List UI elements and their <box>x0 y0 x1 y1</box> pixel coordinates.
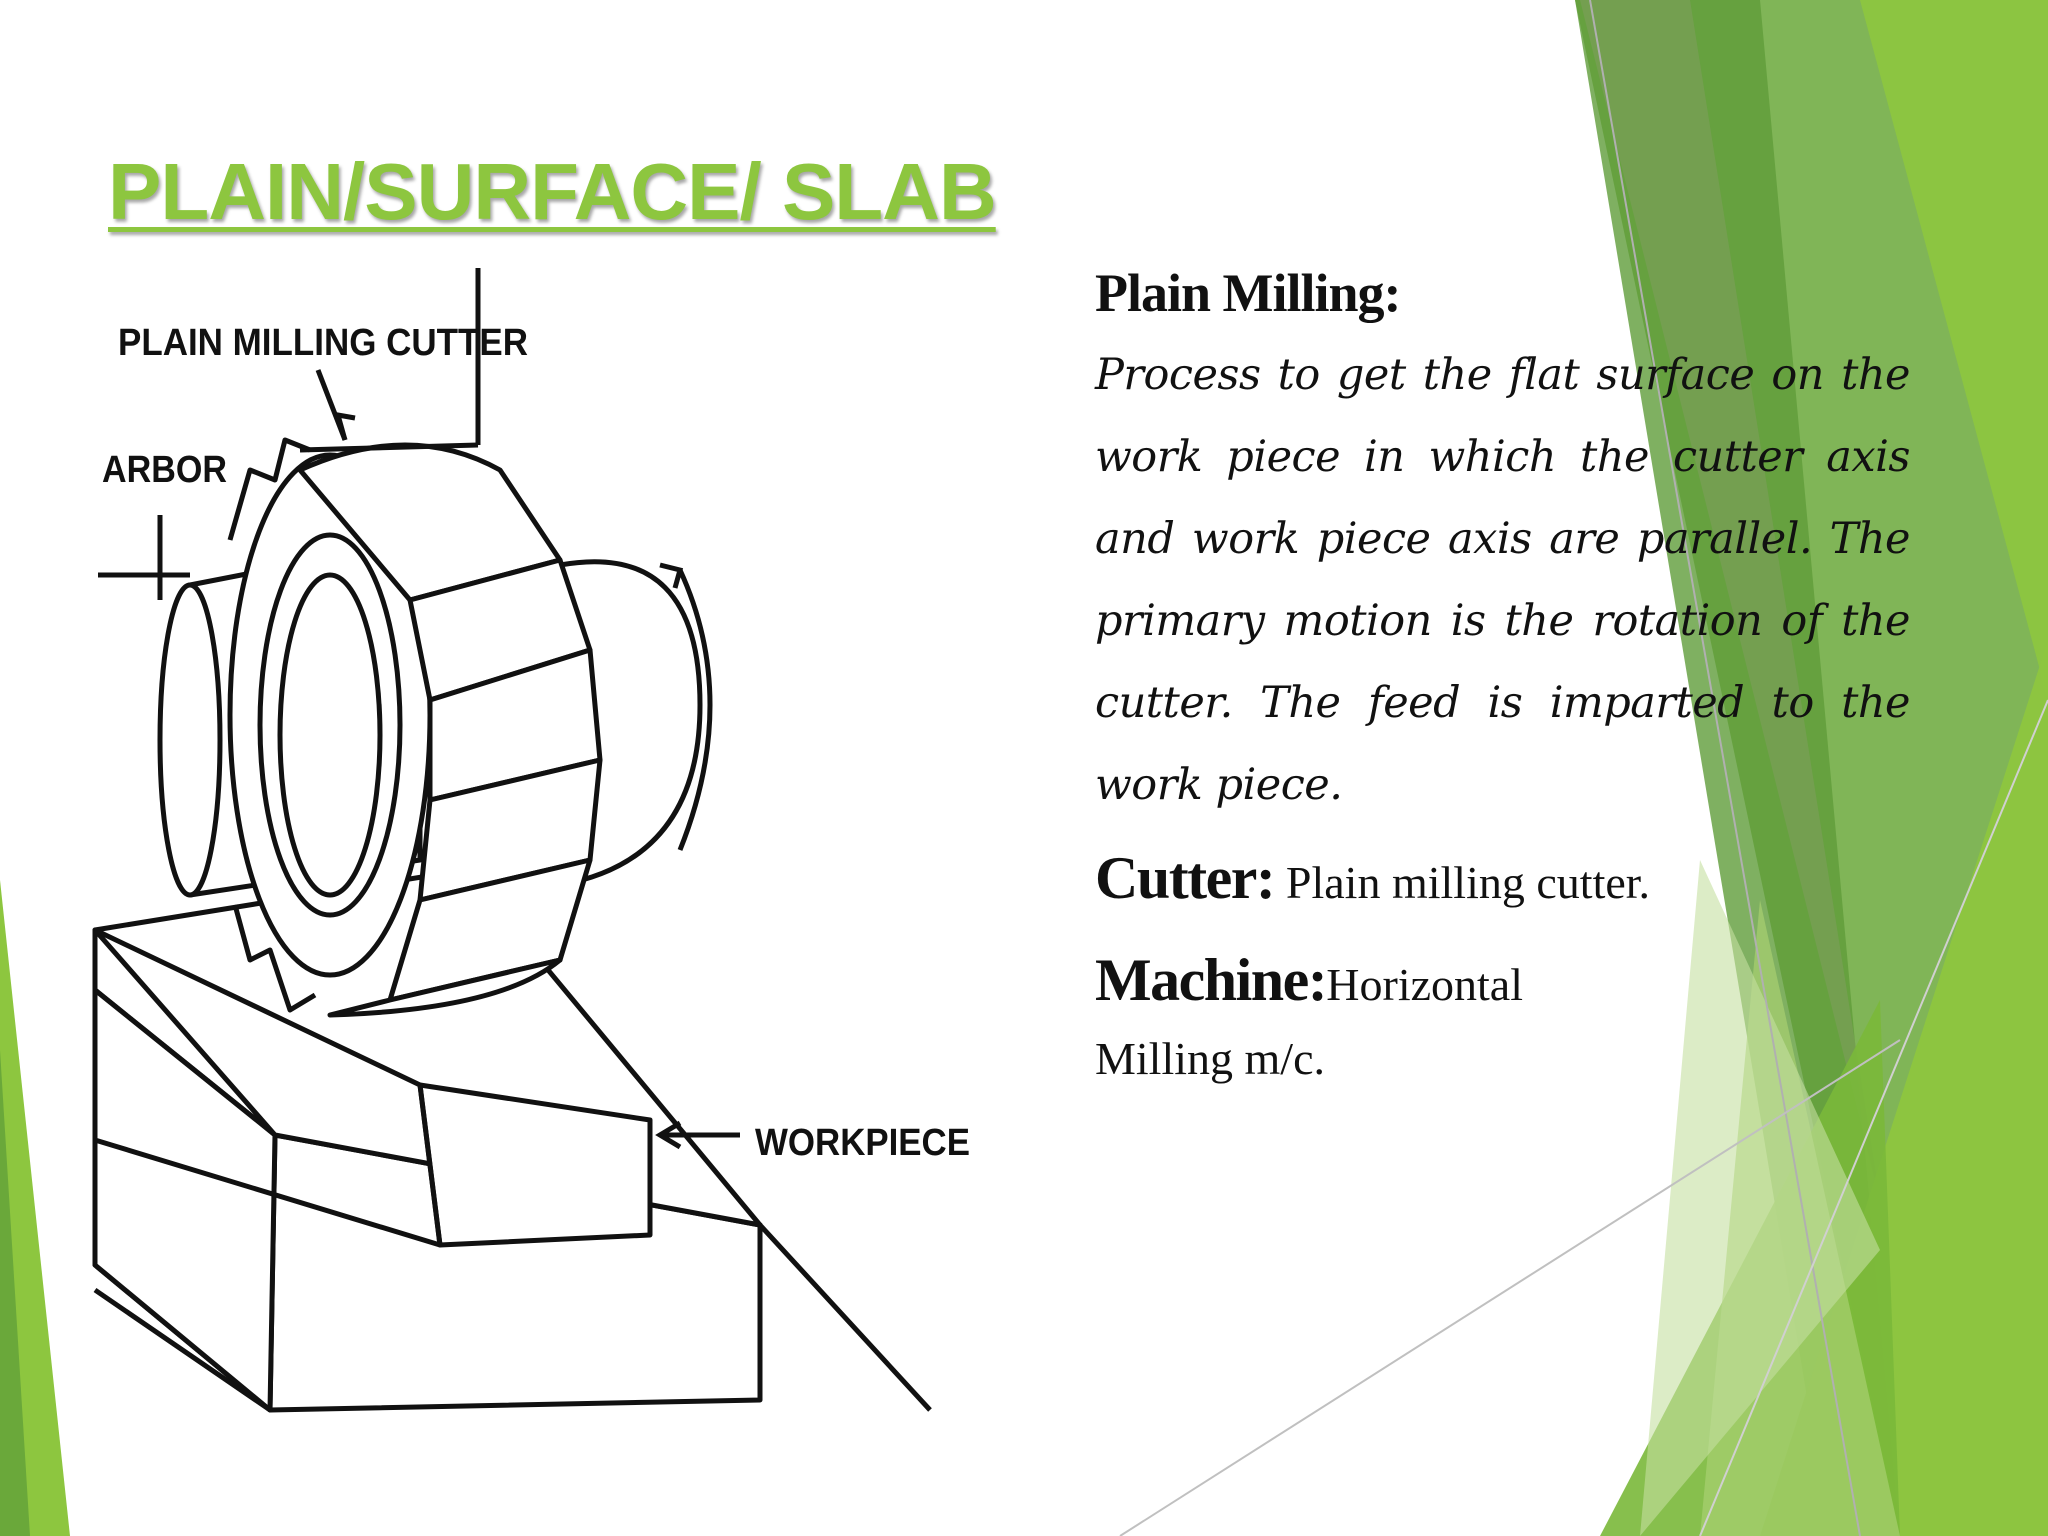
content-heading: Plain Milling: <box>1095 263 1402 323</box>
machine-value: Horizontal <box>1326 959 1523 1011</box>
label-plain-milling-cutter: PLAIN MILLING CUTTER <box>118 322 528 364</box>
machine-label: Machine: <box>1095 947 1328 1014</box>
cutter-value: Plain milling cutter. <box>1274 857 1651 909</box>
content-panel: Plain Milling: Process to get the flat s… <box>1095 262 1911 1096</box>
machine-line: Machine:Horizontal <box>1095 938 1910 1022</box>
label-arbor: ARBOR <box>102 449 227 491</box>
milling-diagram: PLAIN MILLING CUTTER ARBOR WORKPIECE <box>92 268 970 1413</box>
cutter-line: Cutter: Plain milling cutter. <box>1095 836 1910 920</box>
label-workpiece: WORKPIECE <box>755 1122 970 1164</box>
description-paragraph: Process to get the flat surface on the w… <box>1095 350 1911 811</box>
slide-title: PLAIN/SURFACE/ SLAB <box>108 147 997 236</box>
cutter-label: Cutter: <box>1095 845 1276 912</box>
machine-value-continued: Milling m/c. <box>1095 1033 1325 1085</box>
